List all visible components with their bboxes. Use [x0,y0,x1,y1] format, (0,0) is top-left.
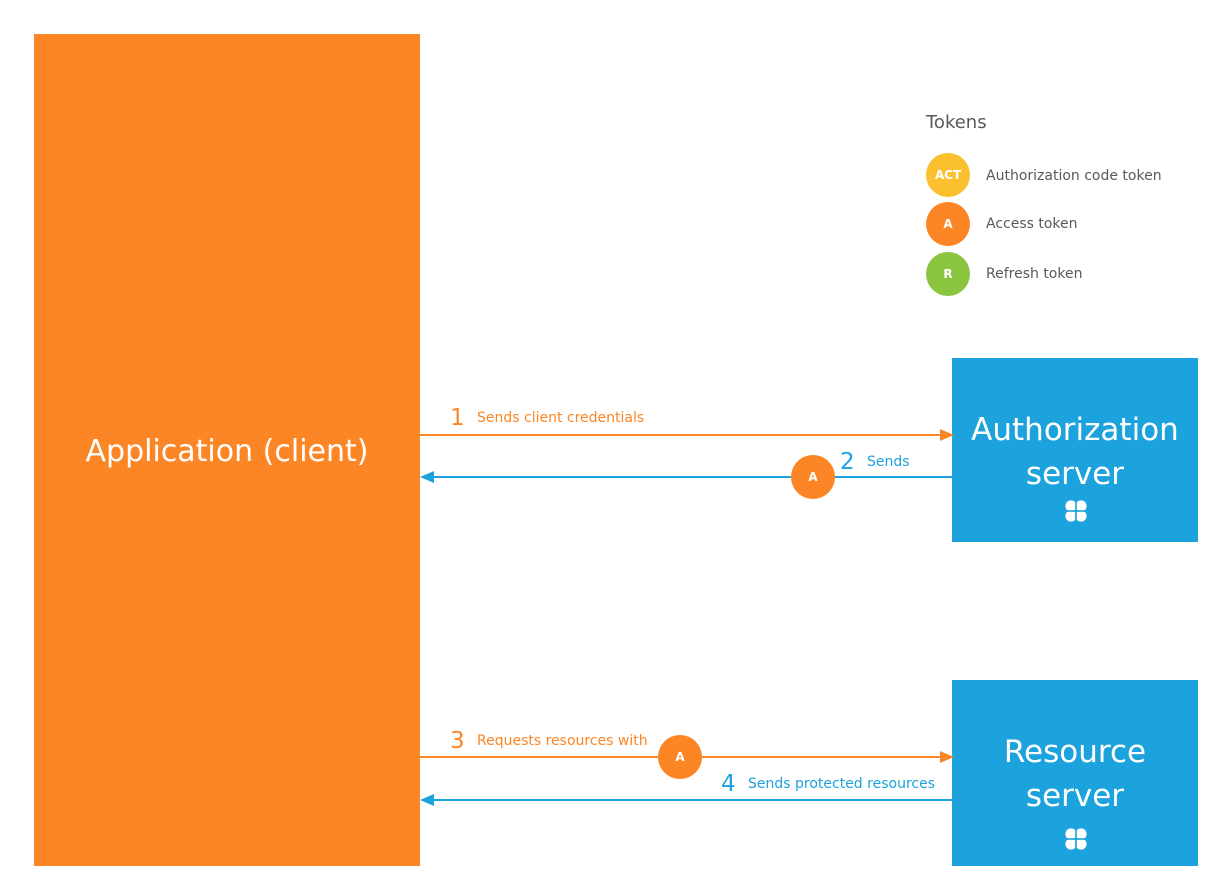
legend-item-label-access: Access token [986,216,1078,232]
step-2-label: Sends [867,454,910,470]
legend-item-label-act: Authorization code token [986,168,1162,184]
step-4-label: Sends protected resources [748,776,935,792]
arrow-step-2 [420,471,952,483]
legend-refresh-token: R [926,252,970,296]
step-3-label: Requests resources with [477,733,648,749]
legend-item-label-refresh: Refresh token [986,266,1083,282]
resource-server-title: Resource server [1003,734,1147,814]
step-3-number: 3 [450,728,465,754]
legend-title: Tokens [926,112,987,133]
step-1-label: Sends client credentials [477,410,645,426]
client-label: Application (client) [85,434,369,469]
access-token-step-3: A [658,735,702,779]
authorization-server-title: Authorization server [971,412,1179,492]
server-cluster-icon [1064,499,1088,523]
legend-access-token: A [926,202,970,246]
server-cluster-icon [1064,827,1088,851]
step-1-number: 1 [450,405,465,431]
authorization-server-box: Authorization server [952,358,1198,542]
access-token-step-2: A [791,455,835,499]
arrow-step-4 [420,794,952,806]
legend-act-token: ACT [926,153,970,197]
arrow-step-1 [420,429,954,441]
step-4-number: 4 [721,771,736,797]
step-2-number: 2 [840,449,855,475]
resource-server-box: Resource server [952,680,1198,866]
client-box [34,34,420,866]
